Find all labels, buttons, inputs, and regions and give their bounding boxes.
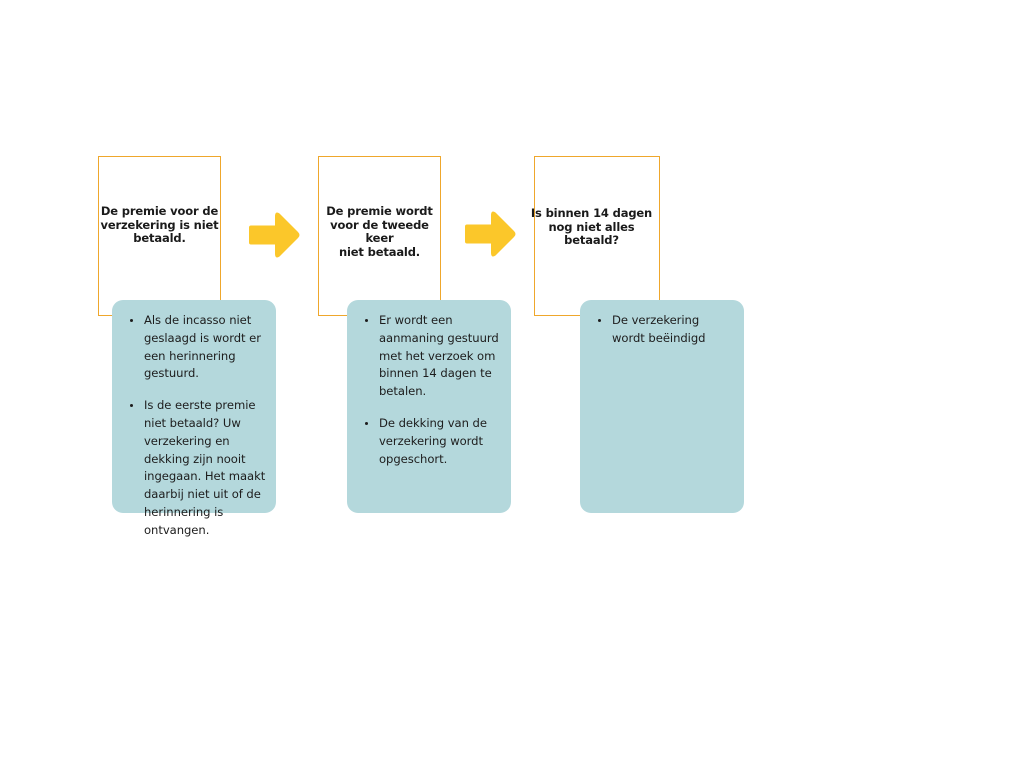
- list-item: De verzekering wordt beëindigd: [592, 312, 734, 348]
- list-item: De dekking van de verzekering wordt opge…: [359, 415, 501, 468]
- detail-box-1-list: Als de incasso niet geslaagd is wordt er…: [124, 312, 266, 540]
- bullet-dot-icon: [598, 319, 601, 322]
- list-item-text: Als de incasso niet geslaagd is wordt er…: [144, 313, 261, 381]
- bullet-dot-icon: [365, 319, 368, 322]
- list-item: Is de eerste premie niet betaald? Uw ver…: [124, 397, 266, 539]
- detail-box-2-list: Er wordt een aanmaning gestuurd met het …: [359, 312, 501, 468]
- step-box-3[interactable]: Is binnen 14 dagen nog niet alles betaal…: [531, 156, 660, 316]
- step-box-2[interactable]: De premie wordt voor de tweede keer niet…: [318, 156, 441, 316]
- detail-box-3-list: De verzekering wordt beëindigd: [592, 312, 734, 348]
- list-item-text: Is de eerste premie niet betaald? Uw ver…: [144, 398, 266, 537]
- detail-box-2[interactable]: Er wordt een aanmaning gestuurd met het …: [347, 300, 511, 513]
- detail-box-3[interactable]: De verzekering wordt beëindigd: [580, 300, 744, 513]
- step-box-3-title: Is binnen 14 dagen nog niet alles betaal…: [530, 206, 653, 248]
- detail-box-1[interactable]: Als de incasso niet geslaagd is wordt er…: [112, 300, 276, 537]
- step-box-1-title: De premie voor de verzekering is niet be…: [100, 204, 219, 246]
- bullet-dot-icon: [130, 404, 133, 408]
- list-item: Er wordt een aanmaning gestuurd met het …: [359, 312, 501, 401]
- step-box-1[interactable]: De premie voor de verzekering is niet be…: [98, 156, 221, 316]
- bullet-dot-icon: [365, 421, 368, 425]
- right-arrow-icon: [246, 208, 302, 262]
- list-item-text: De dekking van de verzekering wordt opge…: [379, 415, 487, 466]
- right-arrow-icon: [462, 205, 518, 261]
- list-item-text: Er wordt een aanmaning gestuurd met het …: [379, 313, 499, 399]
- bullet-dot-icon: [130, 319, 133, 322]
- step-box-2-title: De premie wordt voor de tweede keer niet…: [326, 204, 433, 259]
- list-item-text: De verzekering wordt beëindigd: [612, 313, 706, 345]
- list-item: Als de incasso niet geslaagd is wordt er…: [124, 312, 266, 383]
